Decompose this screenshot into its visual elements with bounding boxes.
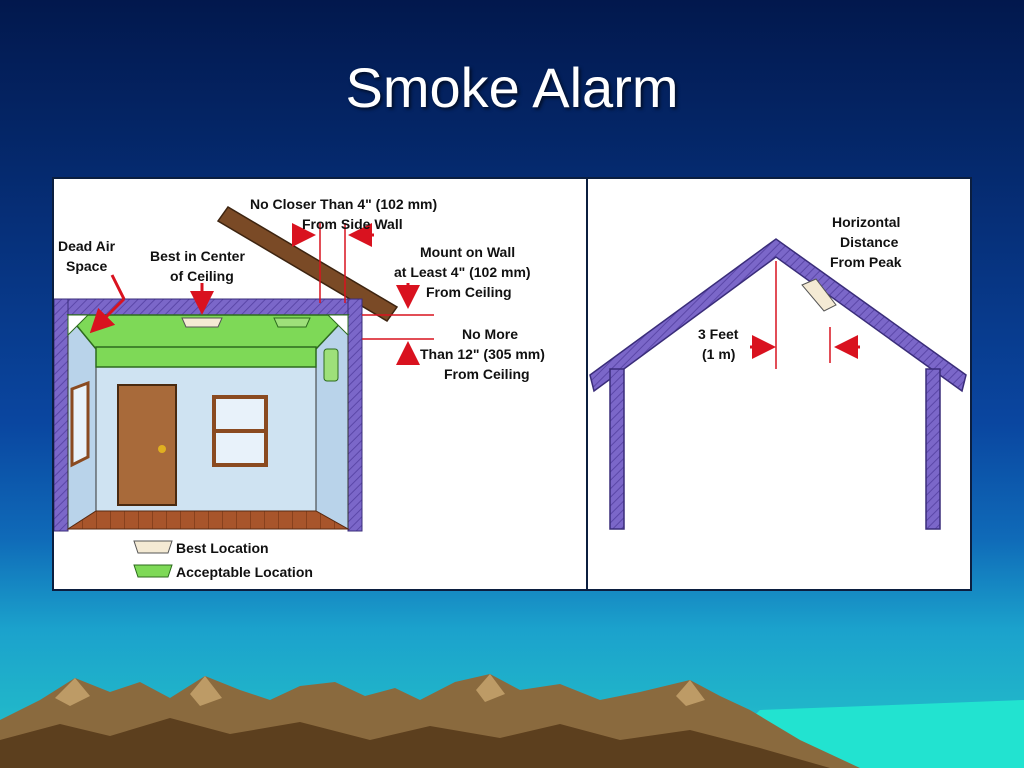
acceptable-ceiling-alarm: [273, 317, 311, 328]
three-feet-label-2: (1 m): [702, 346, 735, 362]
horizontal-distance-label-2: Distance: [840, 234, 899, 250]
best-location-alarm: [181, 317, 223, 328]
no-closer-label-2: From Side Wall: [302, 216, 403, 232]
room-illustration: Dead Air Space Best in Center of Ceiling…: [54, 196, 545, 580]
side-window: [70, 380, 90, 468]
peaked-ceiling-illustration: Horizontal Distance From Peak 3 Feet (1 …: [589, 214, 967, 530]
acceptable-wall-alarm: [323, 348, 339, 382]
no-more-label-3: From Ceiling: [444, 366, 530, 382]
mount-wall-label-2: at Least 4" (102 mm): [394, 264, 531, 280]
mountain-range: [0, 674, 1024, 768]
dead-air-corner-left: [67, 314, 90, 337]
horizontal-distance-label-1: Horizontal: [832, 214, 900, 230]
three-feet-label-1: 3 Feet: [698, 326, 739, 342]
legend-best-swatch: [133, 540, 173, 554]
best-center-label-2: of Ceiling: [170, 268, 234, 284]
left-house-wall: [609, 368, 625, 530]
legend-acceptable-label: Acceptable Location: [176, 564, 313, 580]
right-side-wall: [315, 313, 349, 530]
floor: [66, 510, 350, 530]
peak-alarm: [801, 278, 837, 312]
right-house-wall: [925, 368, 941, 530]
roof-outline: [589, 238, 967, 393]
no-more-label-1: No More: [462, 326, 518, 342]
horizontal-distance-label-3: From Peak: [830, 254, 902, 270]
dead-air-label-1: Dead Air: [58, 238, 116, 254]
left-wall: [54, 298, 69, 532]
legend-best-label: Best Location: [176, 540, 269, 556]
dead-air-arrow: [89, 297, 126, 334]
door: [117, 384, 177, 506]
acceptable-wall-band: [95, 346, 317, 368]
best-center-label-1: Best in Center: [150, 248, 245, 264]
no-closer-label-1: No Closer Than 4" (102 mm): [250, 196, 437, 212]
legend-acceptable-swatch: [133, 564, 173, 578]
mountains-front: [0, 718, 830, 768]
ceiling-slab: [54, 298, 363, 316]
slide-title: Smoke Alarm: [345, 56, 679, 119]
no-more-label-2: Than 12" (305 mm): [420, 346, 545, 362]
dead-air-corner-right: [326, 314, 349, 337]
smoke-alarm-diagram: Dead Air Space Best in Center of Ceiling…: [52, 177, 972, 591]
right-wall: [347, 298, 363, 532]
mount-wall-label-1: Mount on Wall: [420, 244, 515, 260]
mount-wall-label-3: From Ceiling: [426, 284, 512, 300]
dead-air-label-2: Space: [66, 258, 107, 274]
door-knob: [158, 445, 166, 453]
diagram-svg: Dead Air Space Best in Center of Ceiling…: [54, 179, 967, 589]
